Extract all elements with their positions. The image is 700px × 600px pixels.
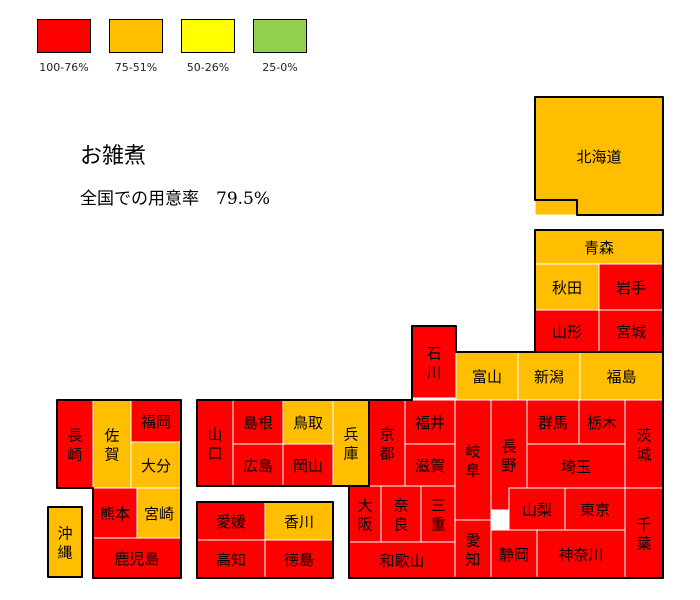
prefecture-label: 新潟: [534, 368, 564, 386]
prefecture-cell-35[interactable]: [578, 399, 626, 445]
prefecture-cell-22[interactable]: [282, 443, 334, 487]
prefecture-cell-43[interactable]: [196, 501, 266, 541]
prefecture-cell-24[interactable]: [368, 399, 406, 487]
prefecture-label: 兵庫: [343, 426, 358, 463]
legend-label-100-76: 100-76%: [39, 61, 89, 74]
prefecture-cell-7[interactable]: [455, 351, 519, 401]
prefecture-cell-5[interactable]: [598, 309, 664, 353]
prefecture-cell-28[interactable]: [380, 485, 422, 543]
prefecture-label: 長崎: [67, 427, 82, 464]
legend-swatch-25-0: [253, 19, 307, 53]
prefecture-cell-11[interactable]: [92, 399, 132, 489]
prefecture-label: 奈良: [393, 497, 408, 534]
prefecture-label: 宮崎: [144, 505, 174, 523]
prefecture-label: 福島: [606, 368, 636, 386]
prefecture-label: 山梨: [522, 501, 552, 519]
prefecture-label: 秋田: [552, 279, 582, 297]
prefecture-label: 石川: [426, 345, 441, 382]
prefecture-label: 鹿児島: [114, 550, 159, 568]
prefecture-label: 千葉: [636, 516, 651, 553]
prefecture-label: 富山: [472, 368, 502, 386]
prefecture-label: 徳島: [284, 551, 314, 569]
map-title: お雑煮: [80, 144, 147, 169]
prefecture-label: 京都: [379, 426, 394, 463]
prefecture-cell-0[interactable]: [534, 96, 664, 216]
land-outline: [534, 96, 664, 216]
prefecture-label: 愛知: [465, 532, 480, 569]
prefecture-cell-26[interactable]: [404, 443, 456, 487]
prefecture-cell-39[interactable]: [564, 487, 626, 531]
prefecture-cell-8[interactable]: [517, 351, 581, 401]
prefecture-label: 香川: [284, 513, 314, 531]
prefecture-label: 北海道: [576, 148, 621, 166]
legend-swatch-50-26: [181, 19, 235, 53]
prefecture-cell-37[interactable]: [526, 443, 626, 489]
prefecture-cell-31[interactable]: [454, 399, 492, 521]
prefecture-label: 滋賀: [415, 457, 445, 475]
prefecture-label: 神奈川: [558, 546, 603, 564]
map-subtitle: 全国での用意率 79.5%: [80, 189, 271, 209]
prefecture-label: 静岡: [499, 546, 529, 564]
prefecture-label: 広島: [243, 457, 273, 475]
prefecture-cell-17[interactable]: [47, 506, 83, 578]
prefecture-cell-30[interactable]: [348, 541, 456, 579]
prefecture-label: 岩手: [616, 279, 646, 297]
prefecture-label: 茨城: [636, 427, 651, 464]
prefecture-label: 熊本: [100, 505, 130, 523]
prefecture-label: 埼玉: [561, 458, 591, 476]
land-outline: [196, 501, 334, 579]
legend-swatch-100-76: [37, 19, 91, 53]
prefecture-label: 大阪: [357, 497, 372, 534]
prefecture-label: 三重: [430, 497, 445, 534]
land-outline: [56, 399, 182, 579]
legend-label-50-26: 50-26%: [186, 61, 230, 74]
prefecture-cell-13[interactable]: [130, 441, 182, 489]
prefecture-label: 群馬: [538, 414, 568, 432]
prefecture-label: 高知: [216, 551, 246, 569]
prefecture-label: 佐賀: [104, 427, 119, 464]
prefecture-label: 大分: [141, 457, 171, 475]
prefecture-cell-46[interactable]: [264, 539, 334, 579]
legend-swatch-75-51: [109, 19, 163, 53]
prefecture-label: 福岡: [141, 413, 171, 431]
legend-label-25-0: 25-0%: [262, 61, 298, 74]
prefecture-cell-36[interactable]: [624, 399, 664, 489]
prefecture-cell-15[interactable]: [136, 487, 182, 539]
prefecture-label: 和歌山: [379, 552, 424, 570]
legend-label-75-51: 75-51%: [114, 61, 158, 74]
prefecture-label: 栃木: [587, 414, 617, 432]
prefecture-label: 福井: [415, 414, 445, 432]
prefecture-label: 鳥取: [293, 414, 323, 432]
prefecture-label: 山形: [552, 323, 582, 341]
prefecture-label: 岐阜: [465, 443, 480, 480]
prefecture-label: 山口: [207, 426, 222, 463]
prefecture-label: 愛媛: [216, 513, 246, 531]
prefecture-label: 長野: [501, 438, 516, 475]
prefecture-label: 岡山: [293, 457, 323, 475]
land-outline: [348, 325, 664, 579]
prefecture-cell-9[interactable]: [579, 351, 664, 401]
land-outline: [47, 506, 83, 578]
prefecture-label: 東京: [580, 501, 610, 519]
land-outline: [196, 399, 370, 487]
prefecture-label: 宮城: [616, 323, 646, 341]
prefecture-cell-6[interactable]: [411, 325, 457, 399]
prefecture-cell-10[interactable]: [56, 399, 94, 489]
prefecture-label: 島根: [243, 414, 273, 432]
prefecture-cell-41[interactable]: [490, 529, 538, 579]
prefecture-label: 青森: [584, 239, 614, 257]
prefecture-label: 沖縄: [57, 525, 72, 562]
